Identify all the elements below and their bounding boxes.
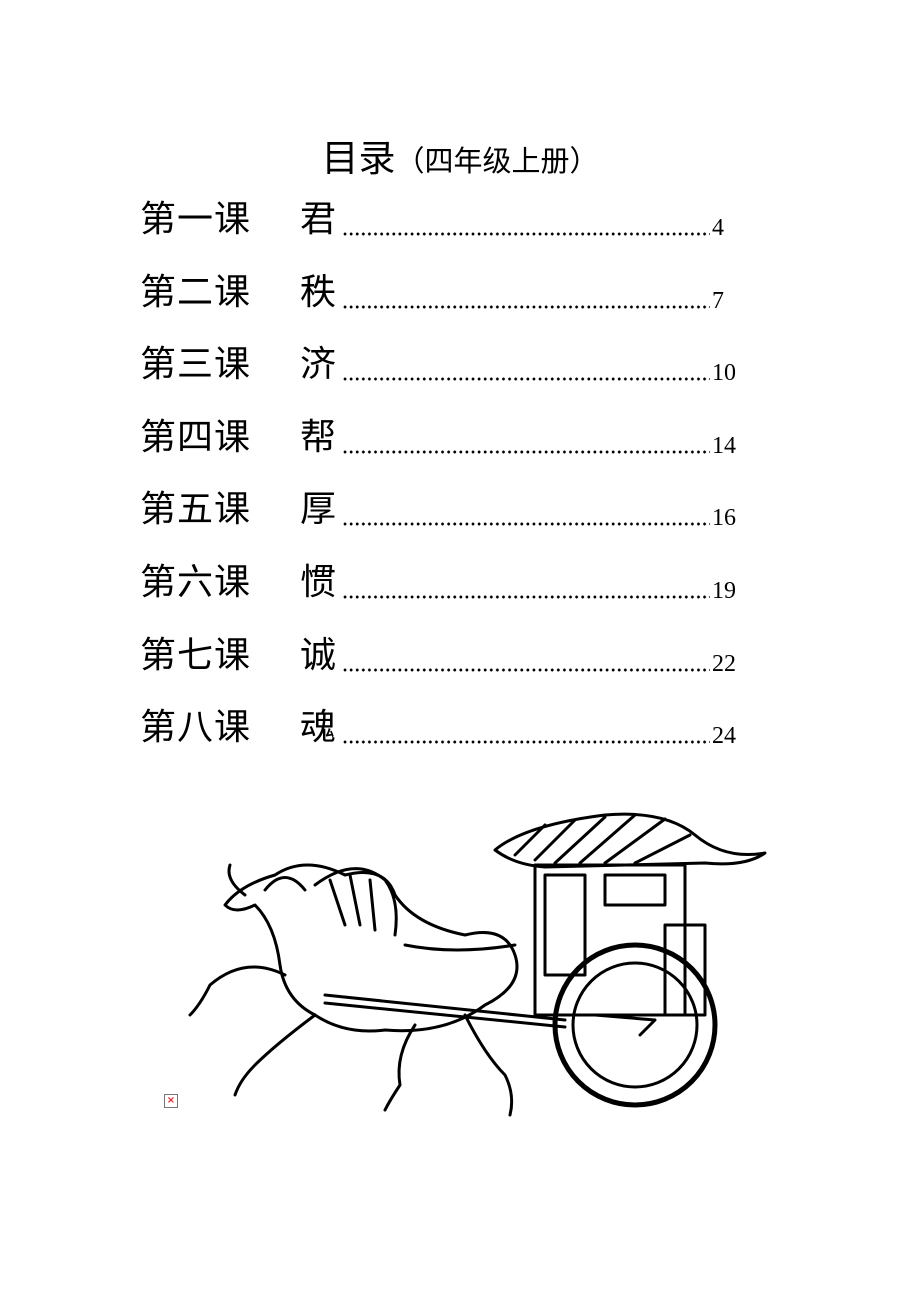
toc-page-number: 10 — [712, 360, 736, 387]
toc-lesson-title: 厚 — [300, 489, 337, 531]
toc-lesson-label: 第一课 — [140, 199, 252, 240]
toc-lesson-title: 诚 — [300, 634, 337, 676]
toc-lesson-title: 济 — [300, 344, 337, 386]
toc-leader-dots — [342, 740, 710, 745]
toc-page-number: 22 — [712, 650, 736, 677]
toc-title: 目录（四年级上册） — [0, 128, 920, 182]
toc-leader-dots — [342, 667, 710, 672]
toc-lesson-title: 魂 — [300, 707, 337, 749]
toc-leader-dots — [342, 595, 710, 599]
toc-lesson-label: 第四课 — [140, 416, 252, 458]
toc-entry: 第七课 诚 22 — [140, 632, 760, 680]
toc-lesson-title: 君 — [300, 199, 337, 240]
toc-page-number: 7 — [712, 287, 724, 314]
toc-lesson-label: 第五课 — [140, 489, 252, 531]
toc-entry: 第二课 秩 7 — [140, 269, 760, 317]
toc-entry: 第六课 惯 19 — [140, 559, 760, 607]
toc-lesson-label: 第七课 — [140, 634, 252, 676]
toc-lesson-title: 惯 — [300, 562, 337, 603]
toc-entry: 第三课 济 10 — [140, 341, 760, 389]
toc-lesson-label: 第三课 — [140, 344, 252, 386]
toc-entry: 第八课 魂 24 — [140, 704, 760, 752]
horse-chariot-illustration — [188, 812, 767, 1117]
toc-page-number: 14 — [712, 432, 736, 459]
toc-lesson-label: 第六课 — [140, 562, 252, 603]
toc-entry: 第一课 君 4 — [140, 196, 760, 244]
toc-title-sub: （四年级上册） — [395, 144, 599, 178]
toc-page-number: 19 — [712, 578, 736, 604]
broken-image-icon: × — [164, 1094, 178, 1108]
toc-lesson-label: 第八课 — [140, 707, 252, 749]
toc-lesson-label: 第二课 — [140, 271, 252, 313]
toc-leader-dots — [342, 522, 710, 527]
toc-leader-dots — [342, 232, 710, 236]
toc-entry: 第五课 厚 16 — [140, 486, 760, 534]
toc-leader-dots — [342, 377, 710, 382]
toc-page-number: 4 — [712, 215, 724, 241]
toc-page-number: 16 — [712, 505, 736, 532]
toc-lesson-title: 秩 — [300, 271, 337, 313]
toc-leader-dots — [342, 449, 710, 454]
toc-page-number: 24 — [712, 723, 736, 750]
toc-entry: 第四课 帮 14 — [140, 414, 760, 462]
toc-lesson-title: 帮 — [300, 416, 337, 458]
toc-title-main: 目录 — [321, 137, 396, 180]
toc-leader-dots — [342, 304, 710, 309]
